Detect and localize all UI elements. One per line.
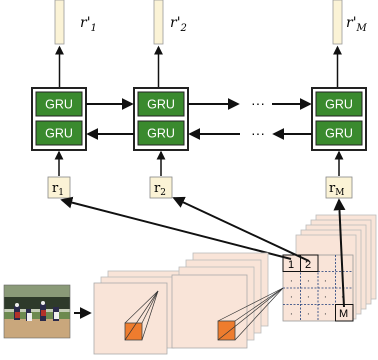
- conv-layer-2: [171, 252, 284, 349]
- grid-label-2: 2: [305, 259, 311, 271]
- input-vector-2: r2: [149, 176, 173, 199]
- input-vector-m: rM: [325, 176, 353, 199]
- gru-cell-forward-2: [137, 91, 185, 117]
- gru-block-1: GRU GRU: [31, 87, 87, 151]
- ellipsis-forward: ···: [251, 95, 265, 111]
- svg-text:·: ·: [307, 293, 310, 303]
- gru-label: GRU: [147, 98, 175, 112]
- gru-cell-backward-2: [137, 120, 185, 146]
- output-label-2: r'2: [170, 15, 187, 34]
- gru-cell-backward-m: [315, 120, 363, 146]
- svg-text:·: ·: [324, 293, 327, 303]
- grid-label-m: M: [339, 308, 348, 320]
- input-vector-1: r1: [47, 176, 71, 199]
- output-label-1: r'1: [80, 15, 97, 34]
- svg-text:·: ·: [324, 310, 327, 320]
- gru-label: GRU: [45, 98, 73, 112]
- baseball-photo-icon: [3, 284, 71, 339]
- gru-label: GRU: [45, 127, 73, 141]
- gru-cell-forward-m: [315, 91, 363, 117]
- gru-cell-forward-1: [35, 91, 83, 117]
- arrow-cellm-to-rm: [333, 198, 346, 308]
- grid-label-1: 1: [288, 259, 294, 271]
- conv-layer-1: [93, 270, 182, 355]
- conv-patch-1: [124, 322, 143, 341]
- svg-text:·: ·: [290, 277, 293, 287]
- arrow-cell1-to-r1: [60, 196, 292, 260]
- output-vector-1: r'1: [54, 0, 97, 45]
- svg-text:·: ·: [341, 293, 344, 303]
- output-vector-m: r'M: [332, 0, 368, 45]
- svg-text:·: ·: [290, 293, 293, 303]
- svg-text:r2: r2: [154, 181, 166, 198]
- arrow-cell2-to-r2: [172, 196, 310, 262]
- svg-text:·: ·: [324, 277, 327, 287]
- svg-text:·: ·: [290, 310, 293, 320]
- output-label-m: r'M: [346, 15, 368, 34]
- svg-text:·: ·: [307, 277, 310, 287]
- svg-text:·: ·: [307, 310, 310, 320]
- gru-cell-backward-1: [35, 120, 83, 146]
- svg-text:r1: r1: [52, 181, 64, 198]
- output-vector-2: r'2: [153, 0, 187, 45]
- ellipsis-backward: ···: [251, 125, 265, 141]
- conv-patch-2: [217, 320, 236, 341]
- gru-label: GRU: [147, 127, 175, 141]
- svg-text:rM: rM: [329, 181, 344, 198]
- gru-block-2: GRU GRU: [133, 87, 189, 151]
- gru-label: GRU: [325, 98, 353, 112]
- gru-block-m: GRU GRU: [311, 87, 367, 151]
- gru-label: GRU: [325, 127, 353, 141]
